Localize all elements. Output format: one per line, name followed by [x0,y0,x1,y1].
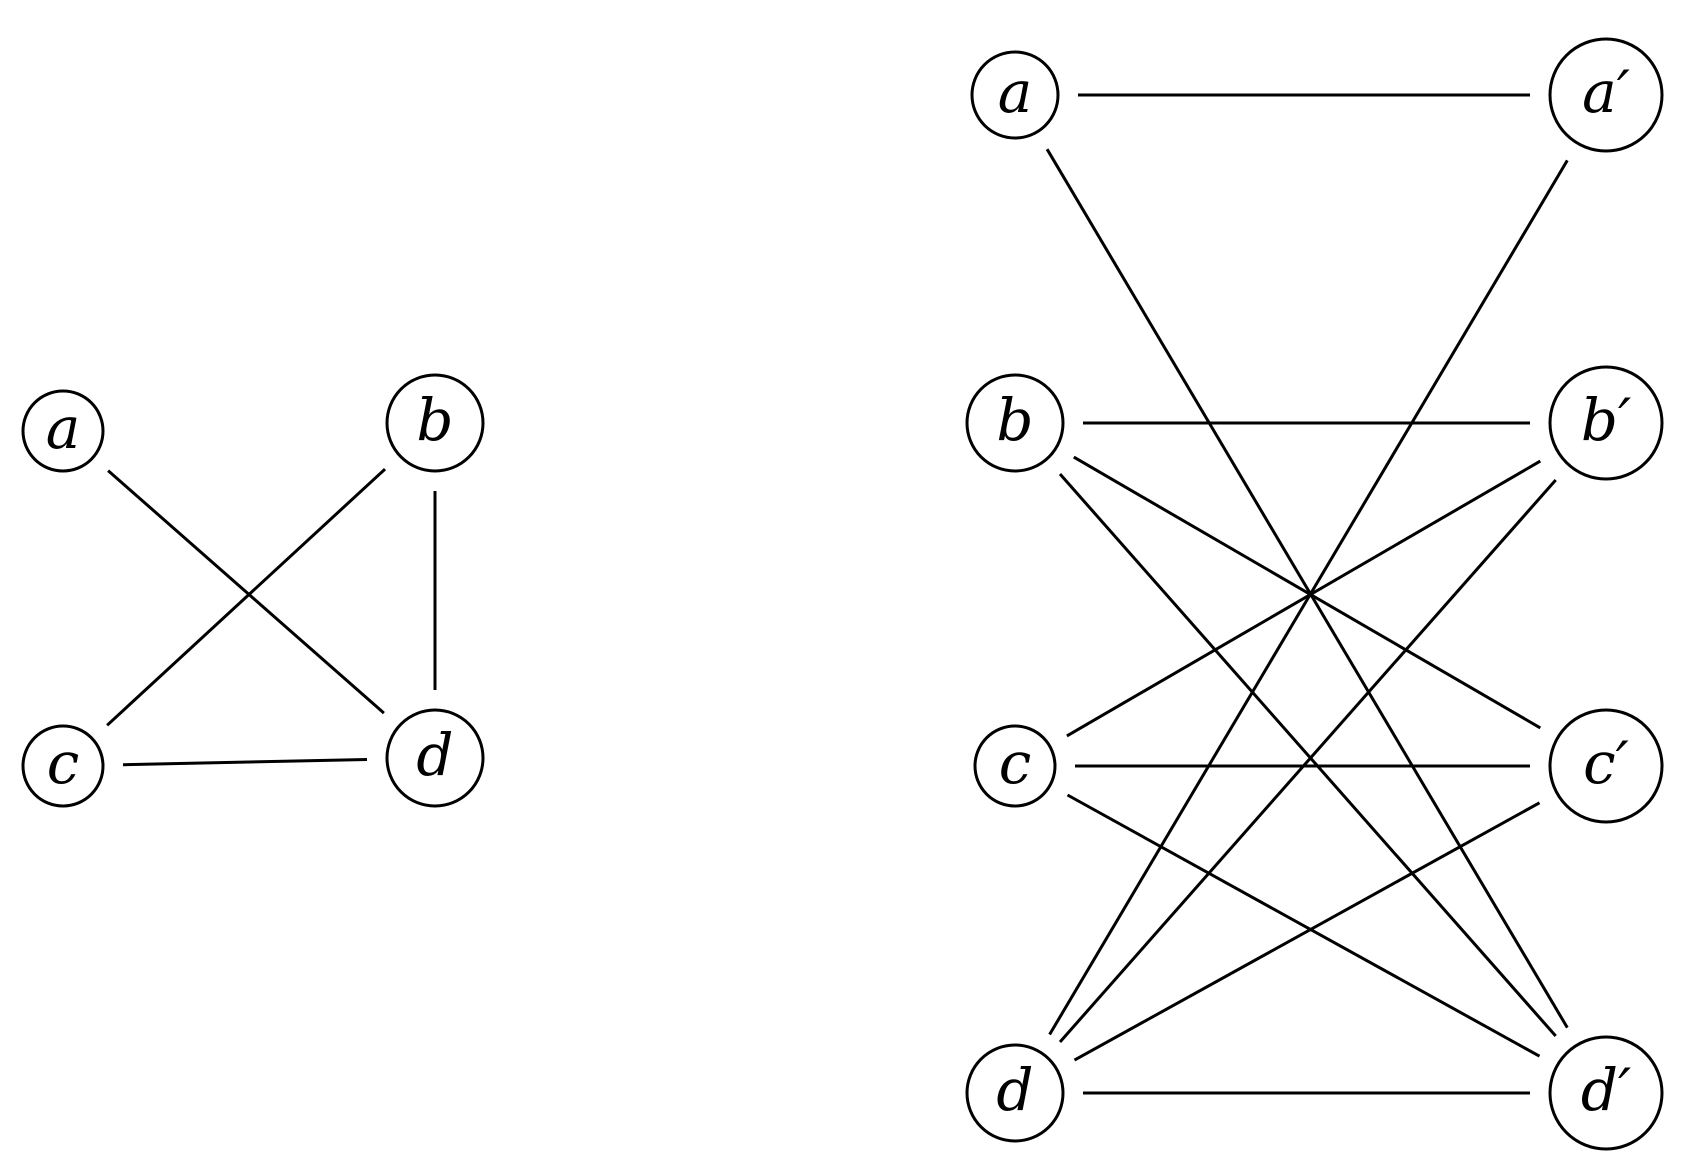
right-graph-node-c2: c′ [1548,708,1664,824]
left-graph-edge-c-d [122,758,368,767]
node-circle [973,724,1057,808]
left-graph: a b c d [21,373,485,808]
right-graph-node-d: d [965,1043,1065,1143]
right-graph-edge-c-b2 [1066,459,1542,738]
node-label: a [998,58,1033,126]
right-graph-node-c: c [973,724,1057,808]
node-circle [385,373,485,473]
left-graph-node-b: b [385,373,485,473]
right-graph-edge-a-d2 [1045,148,1569,1029]
node-circle [1548,365,1664,481]
right-graph-edge-b-d2 [1058,473,1557,1037]
right-graph-edge-d-a2 [1048,159,1569,1036]
node-label: b′ [1581,386,1631,454]
right-graph-node-a2: a′ [1548,37,1664,153]
node-label: c [999,729,1031,797]
node-circle [21,724,105,808]
right-graph-edge-d-b2 [1058,479,1557,1043]
right-graph-node-b: b [965,373,1065,473]
node-label: a [46,394,81,462]
node-circle [1548,708,1664,824]
node-label: c [47,729,79,797]
node-label: d′ [1581,1056,1631,1124]
right-graph-node-d2: d′ [1548,1035,1664,1151]
node-circle [21,389,105,473]
node-circle [970,50,1060,140]
right-graph-edge-c-d2 [1066,793,1541,1058]
left-graph-node-a: a [21,389,105,473]
node-circle [965,373,1065,473]
left-graph-edge-a-d [107,469,385,715]
node-circle [1548,37,1664,153]
node-label: d [996,1056,1033,1124]
left-graph-node-c: c [21,724,105,808]
node-label: b [416,386,453,454]
right-graph-edge-d-c2 [1073,801,1541,1062]
node-circle [965,1043,1065,1143]
node-circle [385,708,485,808]
left-graph-edge-c-b [106,467,387,727]
right-graph-node-b2: b′ [1548,365,1664,481]
left-graph-node-d: d [385,708,485,808]
right-graph: a b c d a′ b′ c′ d′ [965,37,1664,1151]
node-label: d [416,721,453,789]
node-label: a′ [1582,58,1630,126]
node-label: b [996,386,1033,454]
right-graph-node-a: a [970,50,1060,140]
node-label: c′ [1583,729,1629,797]
node-circle [1548,1035,1664,1151]
right-graph-edge-b-c2 [1073,455,1542,730]
